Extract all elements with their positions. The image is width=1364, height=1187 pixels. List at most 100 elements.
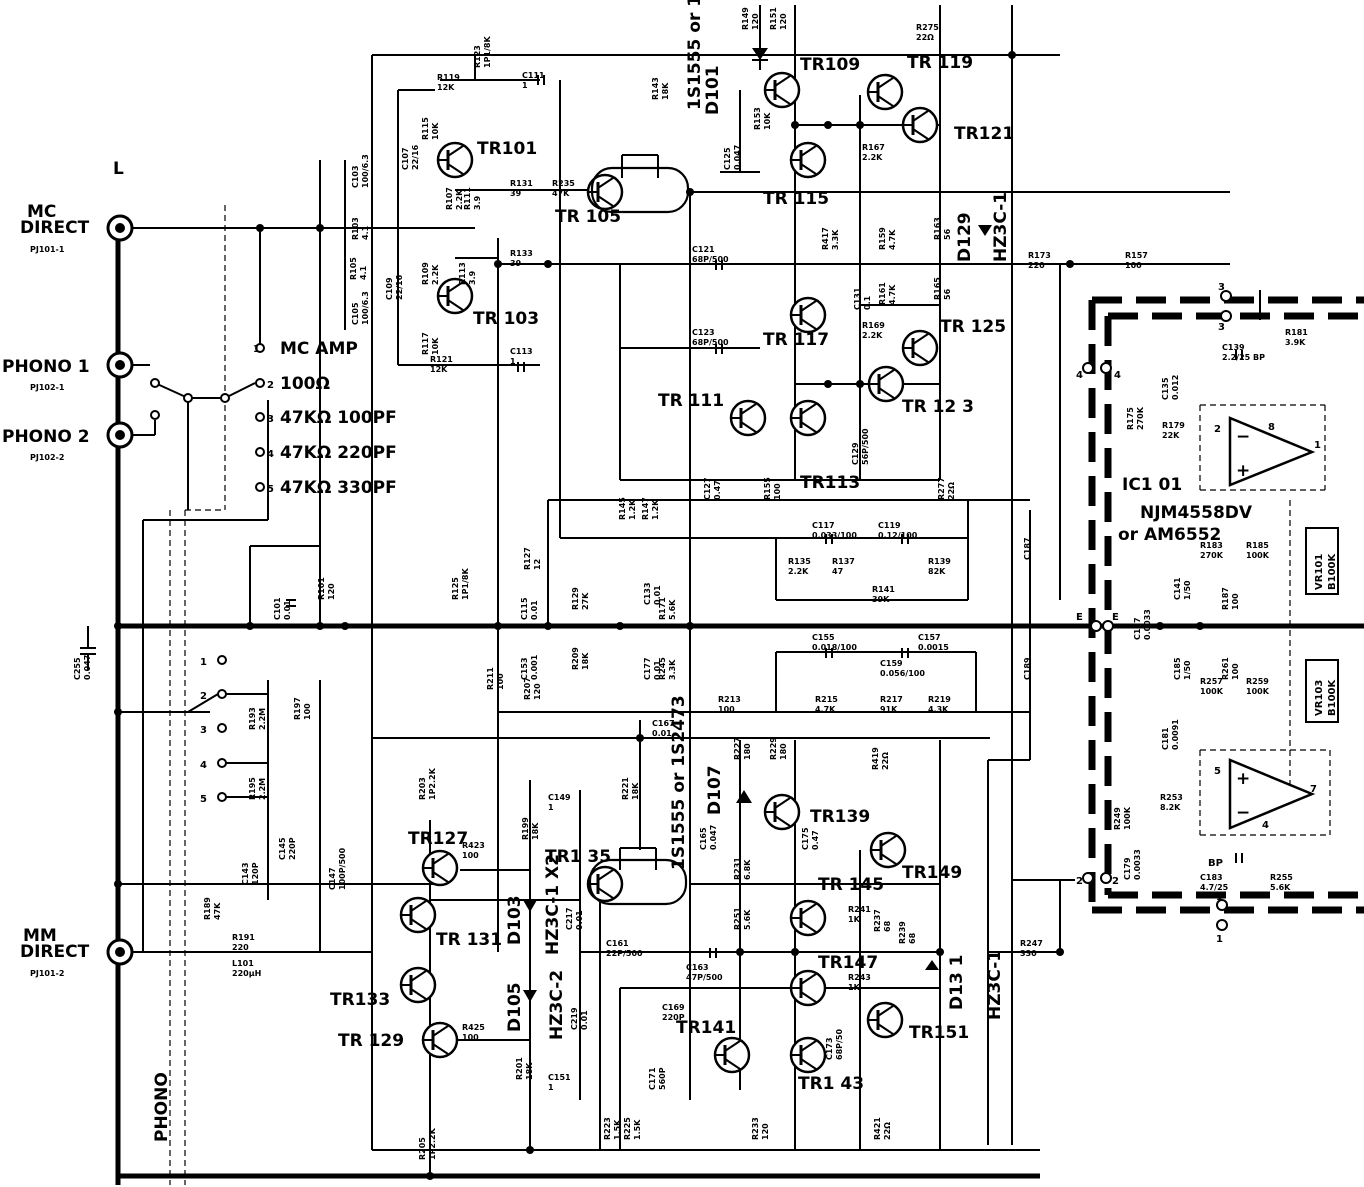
- component-value: 0.01: [575, 910, 584, 930]
- component-value: 18K: [631, 782, 640, 800]
- ic-alt: or AM6552: [1118, 525, 1221, 545]
- component-ref: R225: [623, 1117, 632, 1140]
- mm-direct-jack[interactable]: MM DIRECT PJ101-2: [20, 926, 134, 978]
- selector-position-5[interactable]: 5 47KΩ 330PF: [255, 478, 397, 498]
- component-value: 22/16: [395, 274, 404, 300]
- component-value: 10K: [431, 337, 440, 355]
- component-value: 330: [1020, 949, 1037, 958]
- component-value: 120P: [251, 862, 260, 885]
- component-value: 1P1/8K: [483, 36, 492, 68]
- pot-vr101[interactable]: VR101 B100K: [1305, 527, 1339, 595]
- phono2-jack[interactable]: PHONO 2 PJ102-2: [2, 421, 134, 462]
- component-ref: R125: [451, 577, 460, 600]
- component-ref: R201: [515, 1057, 524, 1080]
- capacitance-selector[interactable]: 1 2 3 4 5: [187, 655, 321, 952]
- component-value: 0.047: [709, 825, 718, 850]
- component-value: 180: [743, 743, 752, 760]
- svg-text:+: +: [1236, 461, 1250, 481]
- component-ref: R261: [1221, 657, 1230, 680]
- component-ref: R233: [751, 1117, 760, 1140]
- component-ref: R277: [937, 477, 946, 500]
- transistor-label: TR 145: [818, 875, 884, 895]
- diode-d103: D103 HZ3C-1 X2: [505, 854, 563, 955]
- component-ref: R175: [1126, 407, 1135, 430]
- selector-position-3[interactable]: 3 47KΩ 100PF: [255, 408, 397, 428]
- component-ref: C167: [652, 719, 675, 728]
- component-value: 8.2K: [1160, 803, 1181, 812]
- bp-label: BP: [1208, 858, 1223, 869]
- component-value: 68: [908, 932, 917, 944]
- svg-text:D129: D129: [955, 212, 975, 262]
- transistor-label: TR133: [330, 990, 390, 1010]
- component-value: 1/50: [1183, 580, 1192, 600]
- component-ref: R239: [898, 921, 907, 944]
- component-ref: R147: [641, 497, 650, 520]
- component-value: 0.056/100: [880, 669, 925, 678]
- component-value: 5.6K: [1270, 883, 1291, 892]
- component-value: 120: [761, 1123, 770, 1140]
- component-ref: R111: [463, 187, 472, 210]
- component-value: 0.0091: [1171, 719, 1180, 750]
- ic101-opamp-b: + −: [1228, 758, 1316, 830]
- board-pins: [1082, 290, 1232, 931]
- component-ref: R195: [248, 777, 257, 800]
- selector-position-4[interactable]: 4 47KΩ 220PF: [255, 443, 397, 463]
- ic-pin-number: 3: [1218, 282, 1225, 293]
- phono-selector-switch[interactable]: [132, 364, 256, 510]
- impedance-selector[interactable]: MC AMP 2 100Ω 3 47KΩ 100PF 4 47KΩ 220PF …: [253, 339, 397, 498]
- diode-d131: D13 1 HZ3C-1: [925, 950, 1005, 1020]
- pot-vr103[interactable]: VR103 B100K: [1305, 659, 1339, 723]
- component-ref: C135: [1161, 377, 1170, 400]
- component-value: 0.01: [580, 1010, 589, 1030]
- transistor-tr141: TR141: [676, 1018, 751, 1074]
- svg-text:−: −: [1236, 803, 1250, 823]
- ic-pin-number: 8: [1268, 422, 1275, 433]
- component-ref: C163: [686, 963, 709, 972]
- mm-direct-label-2: DIRECT: [20, 942, 90, 962]
- mc-direct-jack[interactable]: MC DIRECT PJ101-1: [20, 202, 134, 254]
- component-ref: R215: [815, 695, 838, 704]
- component-ref: R173: [1028, 251, 1051, 260]
- selector-position-1[interactable]: MC AMP: [255, 339, 358, 359]
- component-ref: C171: [648, 1067, 657, 1090]
- component-value: 18K: [525, 1062, 534, 1080]
- component-value: 1: [510, 357, 516, 366]
- component-value: 0.001: [530, 654, 539, 680]
- component-ref: C139: [1222, 343, 1245, 352]
- component-ref: R251: [733, 907, 742, 930]
- component-value: 0.047: [733, 145, 742, 170]
- component-value: 1P2.2K: [428, 767, 437, 800]
- component-value: 2.2K: [788, 567, 809, 576]
- component-value: 56: [943, 288, 952, 300]
- component-value: 270K: [1136, 406, 1145, 430]
- component-value: 22Ω: [881, 752, 890, 770]
- selector-position-label: 47KΩ 330PF: [280, 478, 397, 498]
- phono1-jack[interactable]: PHONO 1 PJ102-1: [2, 351, 134, 392]
- component-value: 120: [779, 13, 788, 30]
- component-value: 1K: [848, 915, 861, 924]
- component-value: 2.2K: [862, 331, 883, 340]
- component-value: 100: [1231, 593, 1240, 610]
- selector-position-2[interactable]: 2 100Ω: [255, 374, 330, 394]
